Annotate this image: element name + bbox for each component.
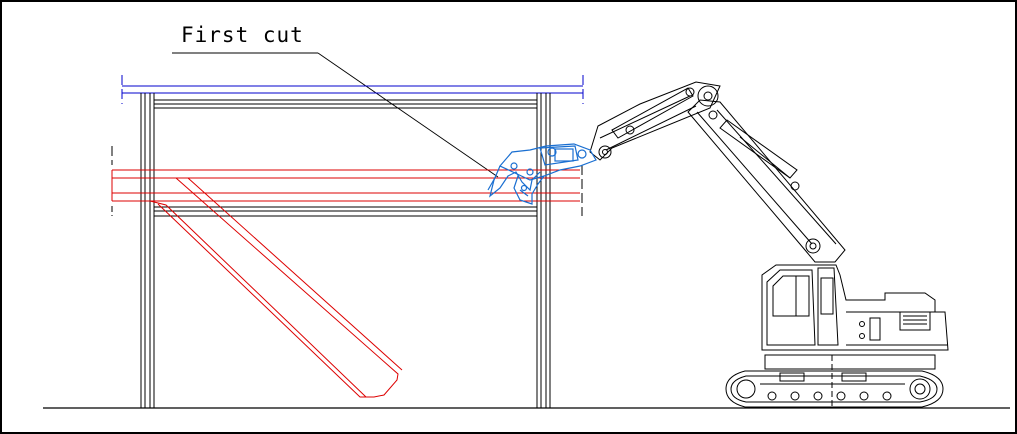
boom bbox=[687, 85, 846, 263]
stair-structure bbox=[111, 146, 583, 398]
shear-attachment bbox=[487, 143, 597, 205]
label-leader bbox=[172, 52, 499, 178]
arm bbox=[589, 81, 721, 161]
cab bbox=[766, 269, 816, 346]
excavator bbox=[589, 81, 949, 408]
roof-beam bbox=[121, 75, 584, 104]
first-cut-label: First cut bbox=[181, 23, 304, 47]
crawler-track bbox=[725, 370, 944, 408]
cab-window bbox=[772, 275, 810, 317]
steel-frame bbox=[140, 93, 551, 408]
